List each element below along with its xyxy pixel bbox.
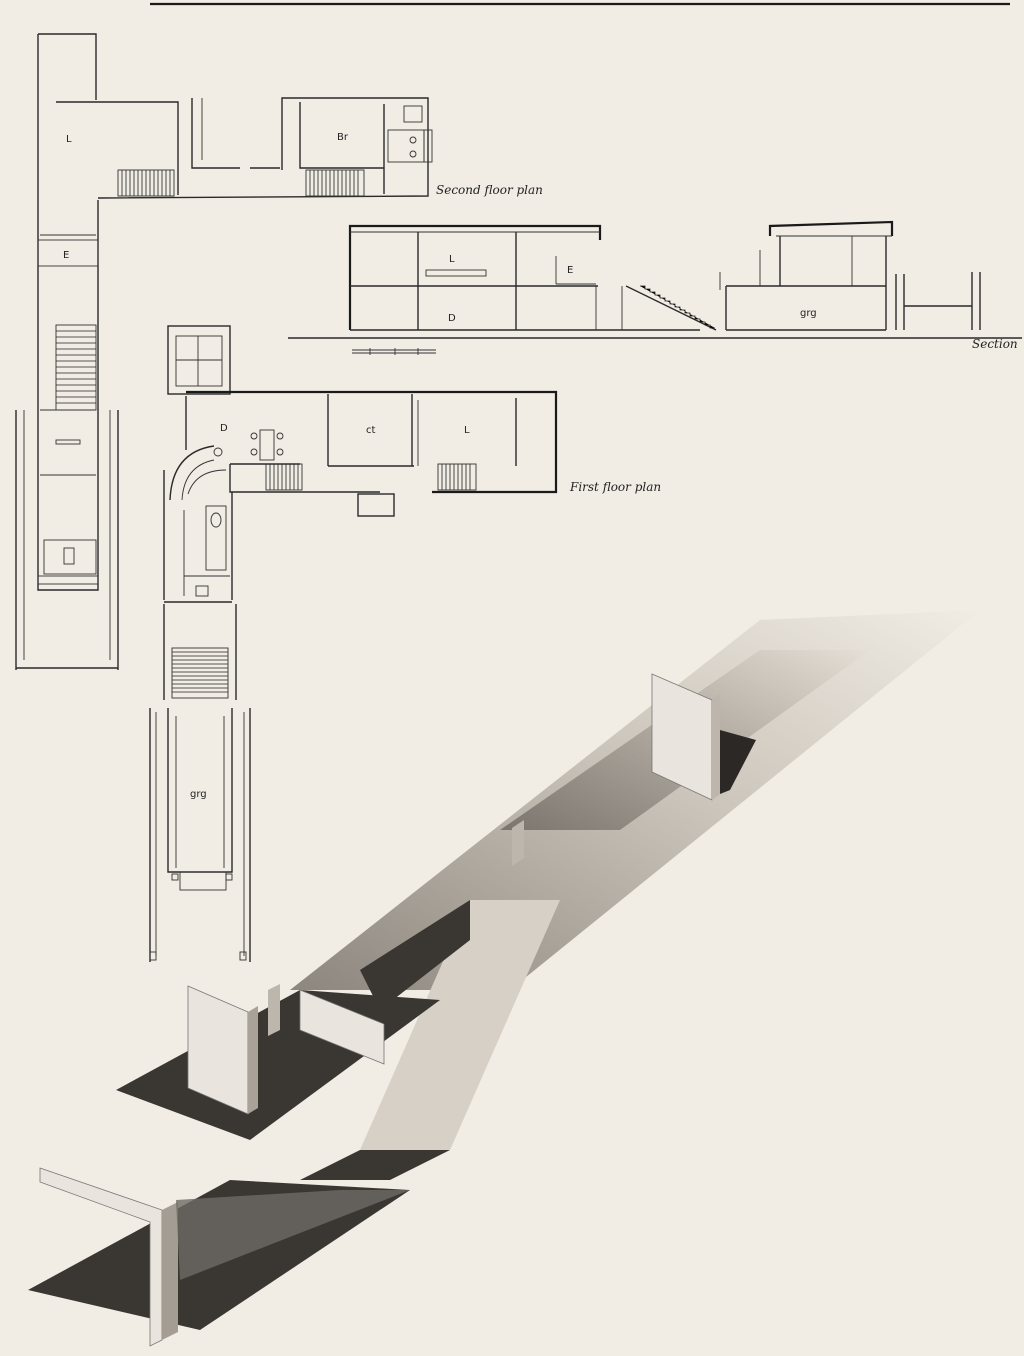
left-plan-stair bbox=[55, 324, 97, 411]
first-floor-court-label: ct bbox=[366, 425, 375, 436]
second-floor-plan bbox=[56, 97, 433, 199]
section-entry-label: E bbox=[567, 265, 573, 276]
second-floor-bedroom-label: Br bbox=[337, 132, 349, 143]
section-caption: Section bbox=[972, 337, 1018, 351]
section-dining-label: D bbox=[448, 313, 456, 324]
building-section bbox=[288, 220, 1022, 355]
second-floor-caption: Second floor plan bbox=[436, 183, 543, 197]
left-plan-living-label: L bbox=[66, 134, 72, 145]
first-floor-stair-left bbox=[265, 463, 303, 491]
axonometric-view bbox=[28, 610, 980, 1347]
second-floor-stair-right bbox=[305, 169, 365, 197]
axonometric-stair bbox=[300, 900, 560, 1180]
section-garage-label: grg bbox=[800, 308, 817, 319]
first-floor-garage-label: grg bbox=[190, 789, 207, 800]
first-floor-living-label: L bbox=[464, 425, 470, 436]
left-tall-plan bbox=[15, 33, 119, 670]
section-stair bbox=[640, 285, 715, 329]
first-floor-dining-label: D bbox=[220, 423, 228, 434]
section-scale-bar bbox=[352, 348, 436, 355]
second-floor-stair-left bbox=[117, 169, 175, 197]
first-floor-caption: First floor plan bbox=[569, 480, 661, 494]
first-floor-plan bbox=[149, 325, 558, 962]
left-plan-entry-label: E bbox=[63, 250, 69, 261]
section-living-label: L bbox=[449, 254, 455, 265]
first-floor-stair-lower bbox=[171, 647, 229, 699]
first-floor-stair-right bbox=[437, 463, 477, 491]
